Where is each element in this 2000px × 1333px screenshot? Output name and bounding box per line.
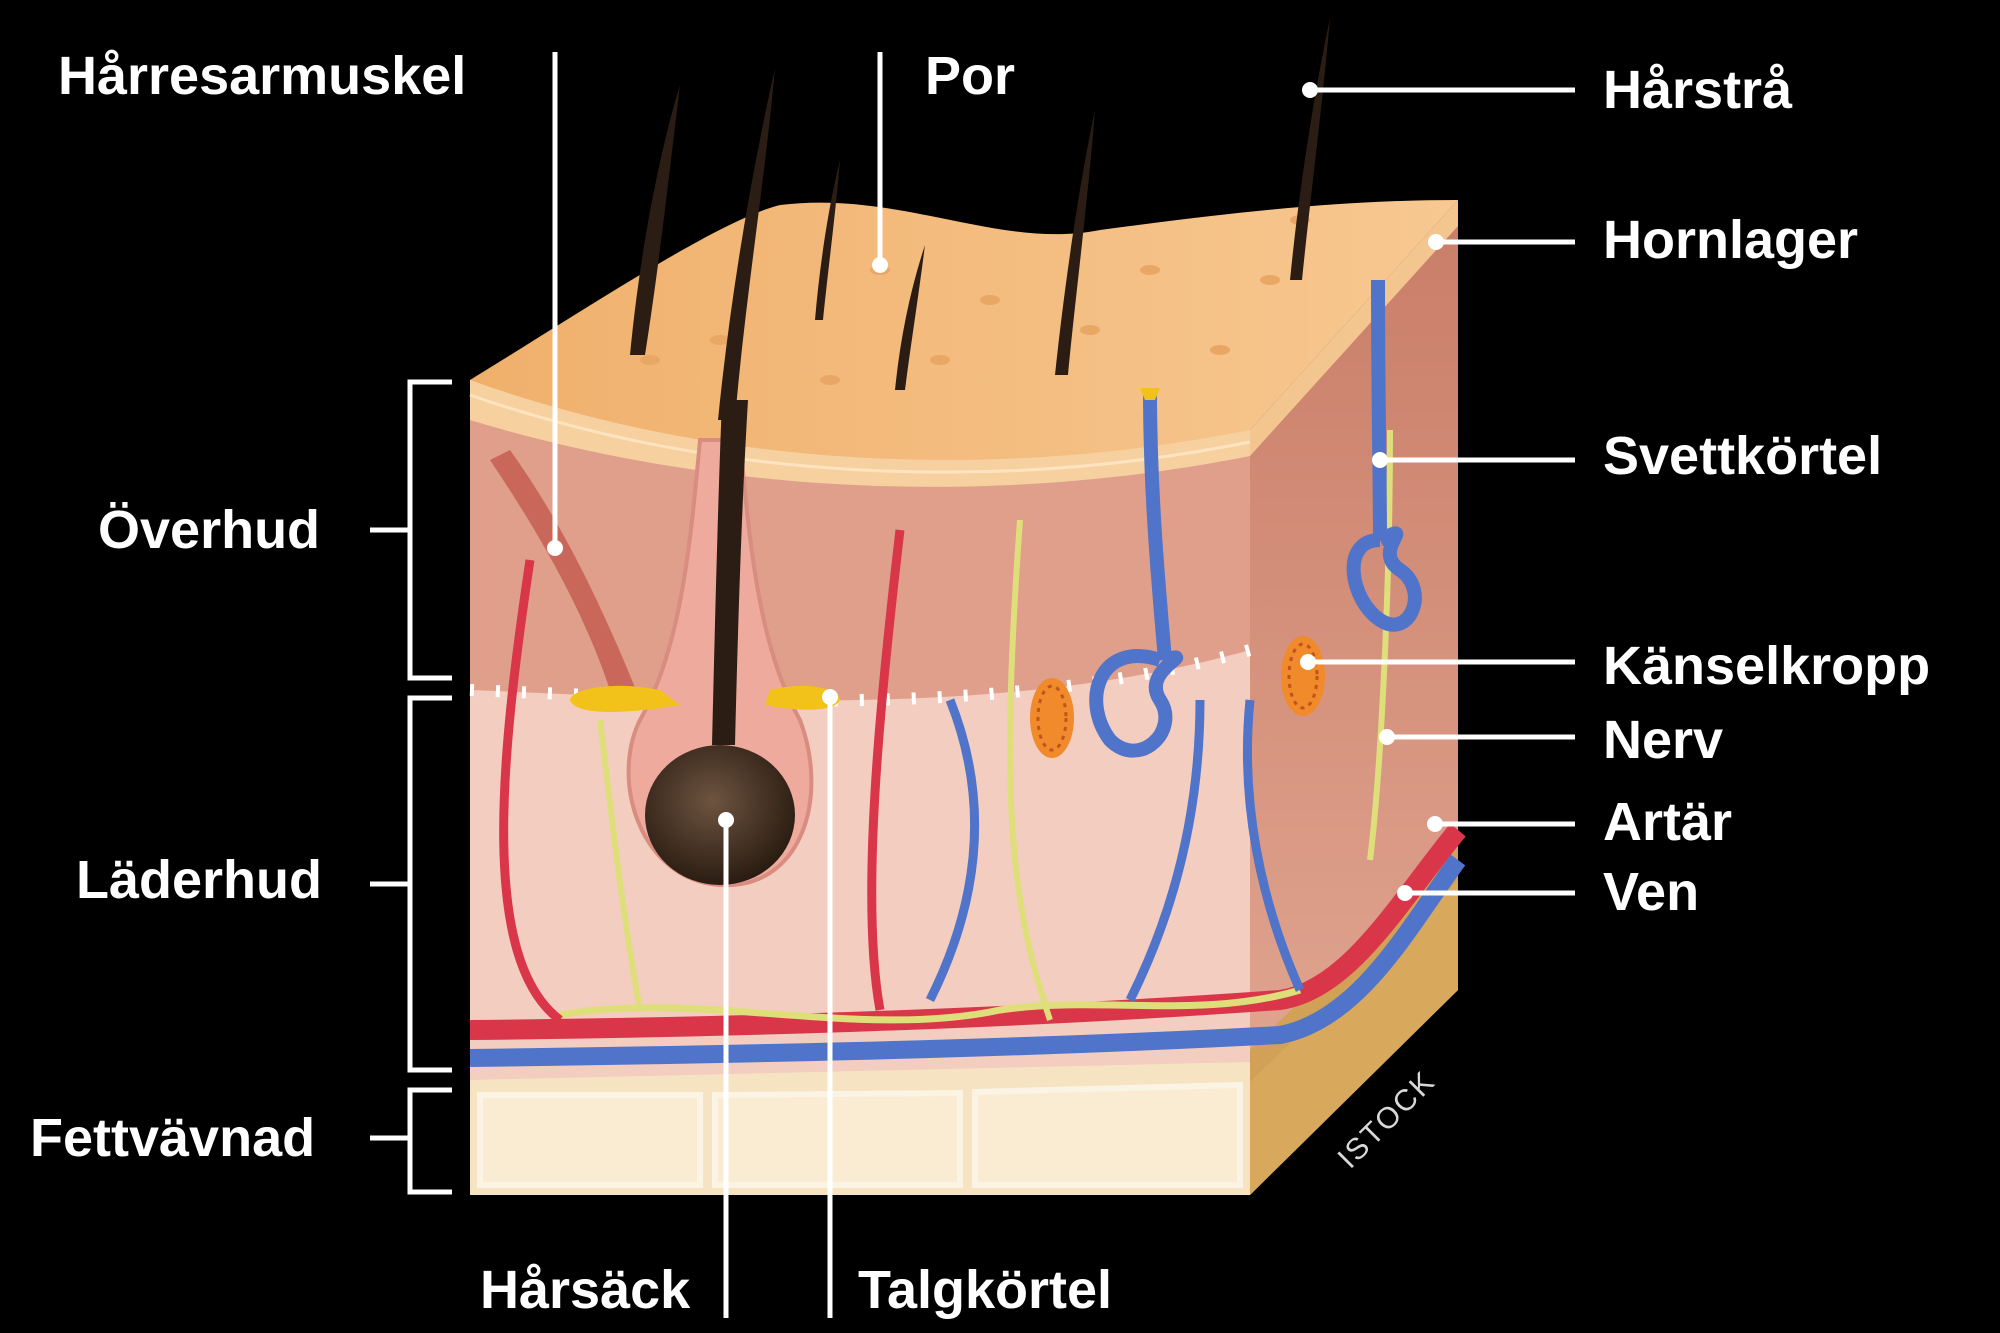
label-sebaceous-gland: Talgkörtel	[858, 1260, 1112, 1320]
label-epidermis: Överhud	[98, 500, 320, 560]
leader-dots	[547, 82, 1444, 901]
label-artery: Artär	[1603, 792, 1732, 852]
label-vein: Ven	[1603, 862, 1699, 922]
sweat-glands	[1089, 279, 1422, 758]
capillaries	[499, 429, 1393, 1024]
epidermis-band	[470, 420, 1250, 701]
label-hair-shaft: Hårstrå	[1603, 60, 1793, 120]
label-arrector-muscle: Hårresarmuskel	[58, 46, 466, 106]
vein-vessel	[469, 854, 1466, 1067]
leader-lines	[552, 52, 1575, 1318]
label-sweat-gland: Svettkörtel	[1603, 426, 1882, 486]
artery-vessel	[469, 823, 1466, 1040]
block-front-face	[469, 380, 1466, 1195]
label-nerve: Nerv	[1603, 710, 1723, 770]
label-pore: Por	[925, 46, 1015, 106]
label-dermis: Läderhud	[76, 850, 322, 910]
sebaceous-gland-left	[570, 685, 680, 712]
label-fat-tissue: Fettvävnad	[30, 1108, 315, 1168]
layer-brackets	[370, 379, 452, 1195]
sebaceous-gland-right	[765, 685, 840, 710]
label-sensory-corpuscle: Känselkropp	[1603, 636, 1930, 696]
hair-shafts	[630, 18, 1330, 420]
sensory-corpuscles	[1030, 636, 1325, 758]
arrector-muscle	[490, 450, 640, 700]
basement-membrane	[469, 644, 1252, 707]
label-hair-follicle: Hårsäck	[480, 1260, 691, 1320]
label-stratum-corneum: Hornlager	[1603, 210, 1858, 270]
block-top-face	[469, 200, 1458, 487]
